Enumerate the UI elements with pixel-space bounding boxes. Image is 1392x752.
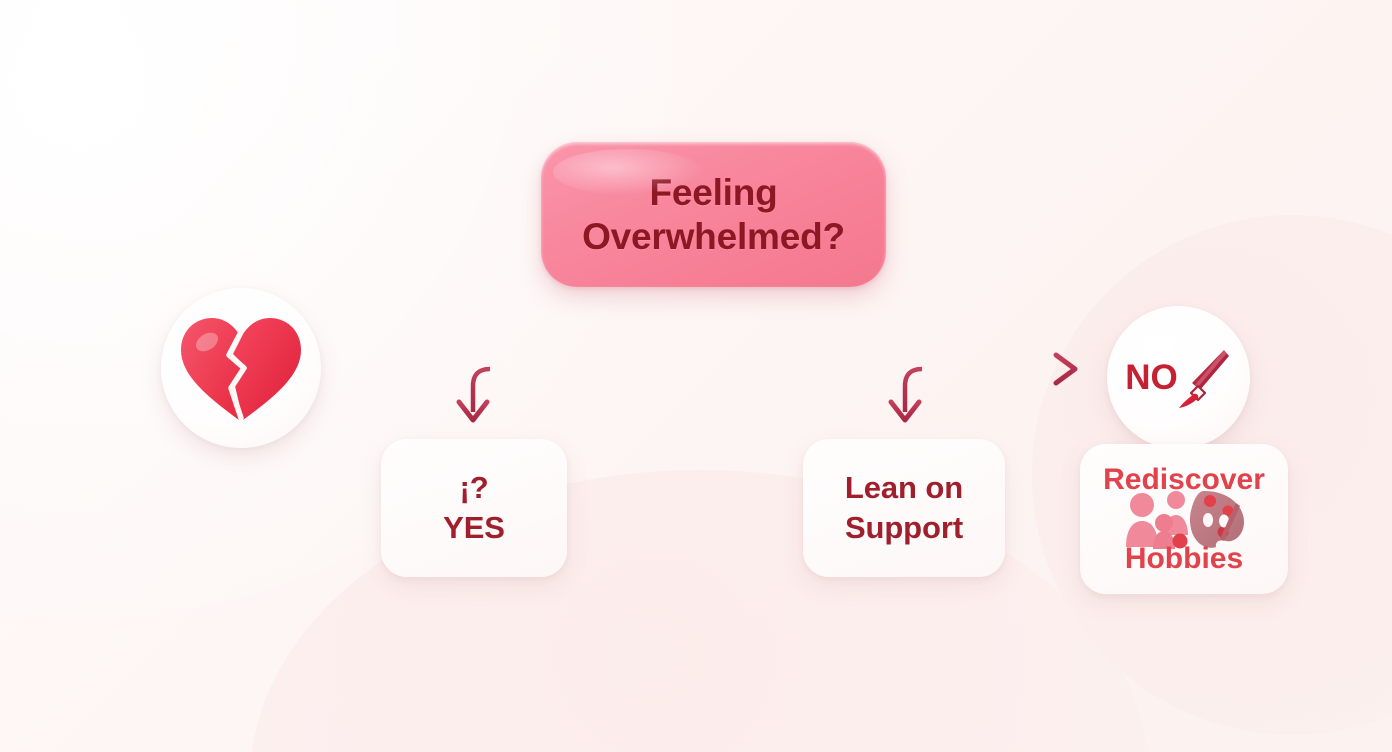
people-group-icon bbox=[1126, 490, 1244, 549]
artist-palette-icon bbox=[1189, 490, 1244, 548]
background-blob-top-left bbox=[0, 0, 250, 230]
outcome-node-hobbies[interactable]: Rediscover bbox=[1080, 444, 1288, 594]
broken-heart-icon bbox=[181, 318, 301, 421]
outcome-node-support[interactable]: Lean on Support bbox=[803, 439, 1005, 577]
branch-badge-no[interactable]: NO bbox=[1107, 306, 1250, 449]
no-label: NO bbox=[1125, 358, 1178, 397]
start-badge-broken-heart bbox=[161, 288, 321, 448]
decision-node-question[interactable]: Feeling Overwhelmed? bbox=[541, 142, 886, 287]
yes-line-1: ¡? bbox=[459, 470, 489, 506]
arrowhead-right-no bbox=[1053, 352, 1078, 386]
question-line-1: Feeling bbox=[649, 171, 778, 213]
arrowhead-down-yes bbox=[456, 399, 490, 423]
hobbies-line-2: Hobbies bbox=[1124, 541, 1244, 575]
question-line-2: Overwhelmed? bbox=[582, 215, 845, 257]
outcome-node-yes[interactable]: ¡? YES bbox=[381, 439, 567, 577]
yes-line-2: YES bbox=[443, 510, 505, 545]
paintbrush-icon bbox=[1178, 349, 1229, 408]
arrowhead-down-support bbox=[888, 399, 922, 423]
people-group-shape bbox=[1126, 490, 1188, 549]
connector-branch-support bbox=[902, 366, 923, 412]
hobbies-line-1: Rediscover bbox=[1103, 462, 1265, 496]
support-line-1: Lean on bbox=[844, 470, 964, 506]
support-line-2: Support bbox=[844, 510, 964, 545]
hobbies-icon-row bbox=[1120, 489, 1248, 551]
connector-branch-yes bbox=[470, 366, 491, 412]
